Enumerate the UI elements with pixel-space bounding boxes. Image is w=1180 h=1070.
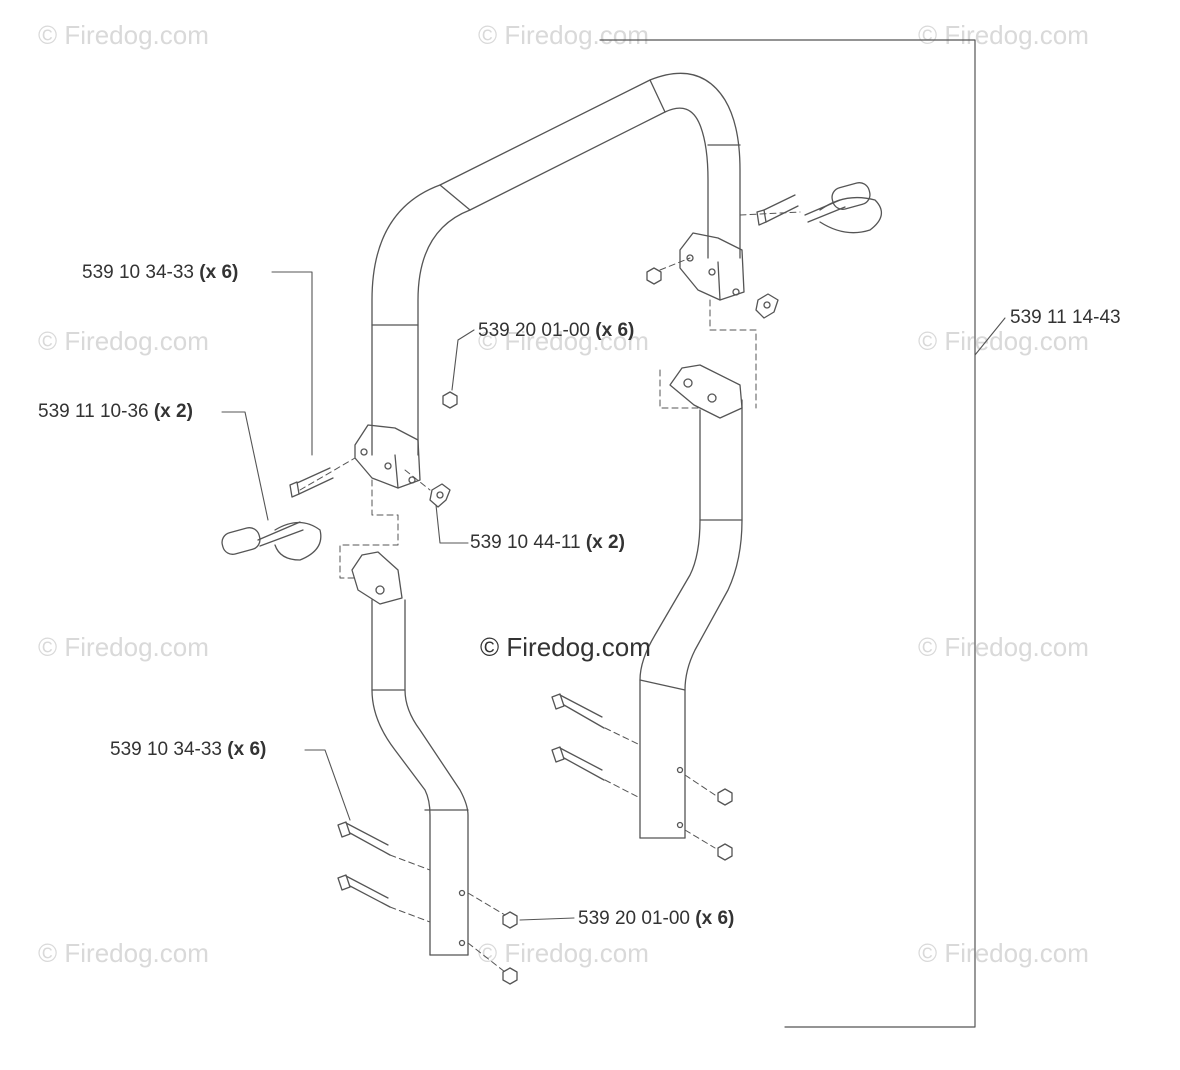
knob-right <box>755 293 779 319</box>
nut-upper-right <box>646 267 662 285</box>
bolt-lower-left-1 <box>337 821 391 856</box>
callout-bolt-upper: 539 10 34-33 (x 6) <box>82 263 238 282</box>
watermark: © Firedog.com <box>478 326 649 356</box>
watermark: © Firedog.com <box>38 20 209 50</box>
assembly-bracket <box>599 39 976 1028</box>
bolt-lower-right-2 <box>551 746 605 781</box>
bolt-lower-left-2 <box>337 874 391 908</box>
part-number: 539 10 44-11 <box>470 532 581 553</box>
watermark: © Firedog.com <box>918 20 1089 50</box>
watermark: © Firedog.com <box>918 326 1089 356</box>
bolt-upper-left <box>289 467 334 498</box>
part-number: 539 10 34-33 <box>110 739 222 760</box>
watermark: © Firedog.com <box>918 938 1089 968</box>
part-number: 539 10 34-33 <box>82 262 194 283</box>
callout-pin: 539 11 10-36 (x 2) <box>38 402 193 421</box>
part-number: 539 20 01-00 <box>478 320 590 341</box>
watermark: © Firedog.com <box>478 938 649 968</box>
nut-upper-left <box>442 391 458 409</box>
knob-left <box>429 483 451 508</box>
left-upper-bracket <box>354 424 421 489</box>
bolt-lower-right-1 <box>551 693 605 729</box>
nut-lower-left-1 <box>502 911 518 929</box>
quantity: (x 6) <box>227 739 267 760</box>
quantity: (x 2) <box>585 532 625 553</box>
right-lower-leg <box>639 364 743 839</box>
leader-lines <box>221 271 1006 921</box>
quantity: (x 6) <box>199 262 239 283</box>
quantity: (x 6) <box>695 908 735 929</box>
right-upper-bracket <box>679 232 745 301</box>
watermark: © Firedog.com <box>478 20 649 50</box>
watermark: © Firedog.com <box>38 632 209 662</box>
part-number: 539 20 01-00 <box>578 908 690 929</box>
quantity: (x 2) <box>153 401 193 422</box>
alignment-guides <box>299 211 801 973</box>
watermark: © Firedog.com <box>38 938 209 968</box>
nut-lower-right-1 <box>717 788 733 806</box>
callout-assembly: 539 11 14-43 <box>1010 308 1121 327</box>
left-lower-leg <box>351 551 469 956</box>
part-number: 539 11 10-36 <box>38 401 149 422</box>
callout-bolt-lower: 539 10 34-33 (x 6) <box>110 740 266 759</box>
upper-hoop <box>371 72 741 456</box>
nut-lower-left-2 <box>502 967 518 985</box>
callout-knob: 539 10 44-11 (x 2) <box>470 533 625 552</box>
watermark: © Firedog.com <box>918 632 1089 662</box>
quantity: (x 6) <box>595 320 635 341</box>
part-number: 539 11 14-43 <box>1010 307 1121 328</box>
callout-nut-upper: 539 20 01-00 (x 6) <box>478 321 634 340</box>
watermark: © Firedog.com <box>38 326 209 356</box>
callout-nut-lower: 539 20 01-00 (x 6) <box>578 909 734 928</box>
bolt-upper-right <box>756 194 799 226</box>
hitch-pin-left <box>221 521 322 561</box>
nut-lower-right-2 <box>717 843 733 861</box>
center-watermark: © Firedog.com <box>480 632 651 662</box>
hitch-pin-right <box>804 182 882 234</box>
